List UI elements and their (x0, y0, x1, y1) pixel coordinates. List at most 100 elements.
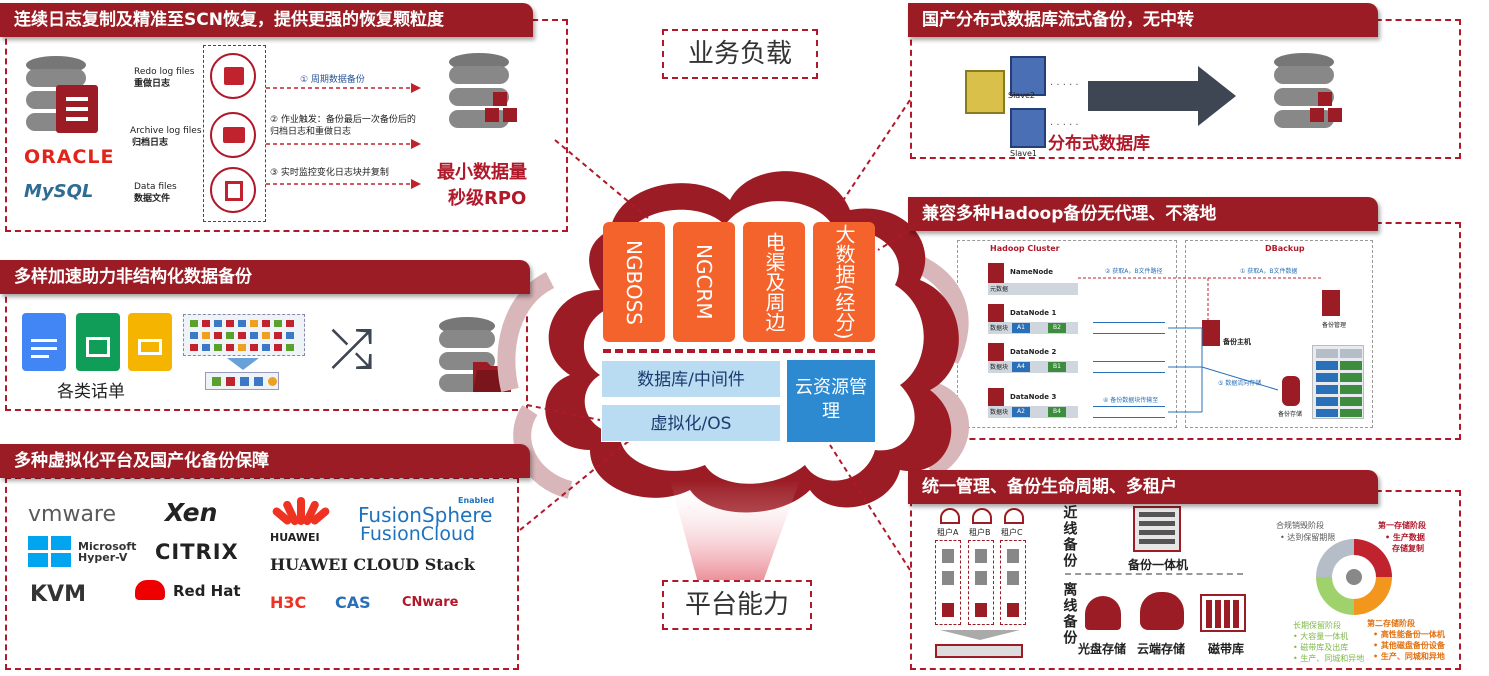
hadoop-flow-lines (1078, 277, 1323, 413)
retire-title: 合规销毁阶段 (1276, 521, 1324, 530)
tenant-stack-c (1000, 540, 1026, 625)
cloud-resource-label: 云资源管理 (795, 377, 867, 422)
app-box-ngcrm: NGCRM (673, 222, 735, 342)
stage1-item-1: • 生产数据 (1385, 533, 1425, 542)
redo-item-zh: 重做日志 (134, 79, 171, 89)
hadoop-note-4: ④ 备份数据块传输至 (1103, 397, 1159, 404)
backup-storage-icon (1282, 376, 1300, 406)
layer-database-middleware: 数据库/中间件 (601, 360, 781, 398)
redhat-icon (135, 580, 165, 600)
backup-storage-label: 备份存储 (1278, 411, 1303, 418)
data-file-icon (210, 167, 256, 213)
slides-icon (128, 313, 172, 371)
platform-capability-tag: 平台能力 (662, 580, 812, 630)
transfer-row3 (1093, 406, 1165, 418)
merge-arrow-icon (227, 358, 259, 370)
panel-hadoop-title: 兼容多种Hadoop备份无代理、不落地 (908, 197, 1378, 231)
tenant-a-icon (940, 508, 960, 524)
panel-virtual (5, 477, 519, 670)
hyperv-logo: Microsoft Hyper-V (78, 540, 137, 564)
tenant-b-label: 租户B (969, 528, 991, 537)
datafile-item-zh: 数据文件 (134, 194, 171, 204)
datanode1-data-label: 数据块 (990, 325, 1009, 332)
panel-redo-title: 连续日志复制及精准至SCN恢复，提供更强的恢复颗粒度 (0, 3, 533, 37)
transfer-row1 (1093, 322, 1165, 334)
h3c-logo: H3C (270, 593, 307, 612)
stage2-item-2: • 其他磁盘备份设备 (1373, 641, 1445, 650)
cas-logo: CAS (335, 593, 371, 612)
tenant-b-icon (972, 508, 992, 524)
datanode1-icon (988, 304, 1004, 326)
datanode3-data-label: 数据块 (990, 409, 1009, 416)
offline-label: 离线备份 (1061, 582, 1078, 646)
namenode-icon (988, 263, 1004, 285)
tenant-stack-a (935, 540, 961, 625)
optical-storage-label: 光盘存储 (1078, 642, 1127, 656)
huawei-logo: HUAWEI (270, 531, 320, 544)
hadoop-note-2: ② 获取A，B文件路径 (1105, 268, 1163, 275)
long-item-1: • 大容量一体机 (1293, 632, 1349, 641)
stream-arrow (1088, 66, 1236, 126)
namenode-meta-label: 元数据 (990, 286, 1009, 293)
archive-item-en: Archive log files (130, 126, 202, 136)
fusionsphere-logo: FusionSphere (358, 503, 493, 527)
layer-virtualization-os: 虚拟化/OS (601, 404, 781, 442)
panel-distributed-title: 国产分布式数据库流式备份，无中转 (908, 3, 1378, 37)
appliance-icon (1133, 506, 1181, 552)
backup-mgmt-icon (1322, 290, 1340, 316)
block-row3-b: B4 (1048, 407, 1066, 417)
tenant-appliance (935, 644, 1023, 658)
app-label-ngcrm: NGCRM (692, 244, 716, 320)
app-box-ngboss: NGBOSS (603, 222, 665, 342)
panel-unified-title: 统一管理、备份生命周期、多租户 (908, 470, 1378, 504)
stage1-title: 第一存储阶段 (1378, 521, 1426, 530)
file-fragments-box (183, 314, 305, 356)
app-divider (603, 349, 875, 353)
stage2-item-3: • 生产、同城和异地 (1373, 652, 1445, 661)
tape-library-label: 磁带库 (1208, 642, 1245, 656)
storage-grid (1312, 345, 1364, 419)
redhat-logo: Red Hat (173, 582, 241, 600)
long-item-3: • 生产、同城和异地 (1293, 654, 1365, 663)
dbackup-title: DBackup (1265, 244, 1305, 253)
optical-storage-icon (1085, 596, 1121, 630)
hadoop-note-1: ① 获取A，B文件数据 (1240, 268, 1298, 275)
sheets-icon (76, 313, 120, 371)
dots: · · · · · (1050, 80, 1079, 91)
oracle-logo: ORACLE (24, 146, 115, 168)
app-box-bigdata: 大数据(经分) (813, 222, 875, 342)
windows-icon (28, 536, 72, 568)
backup-host-icon (1202, 320, 1220, 346)
redo-item-en: Redo log files (134, 67, 195, 77)
block-row2-b: B1 (1048, 362, 1066, 372)
tenant-stack-b (968, 540, 994, 625)
business-load-tag: 业务负载 (662, 29, 818, 79)
datanode2-icon (988, 343, 1004, 365)
cnware-logo: CNware (402, 595, 459, 610)
panel-unstructured-title: 多样加速助力非结构化数据备份 (0, 260, 530, 294)
docs-icon (22, 313, 66, 371)
archive-item-zh: 归档日志 (132, 138, 169, 148)
shuffle-icon: ⤮ (330, 317, 374, 380)
log-icon-column (203, 45, 266, 222)
xen-logo: Xen (165, 498, 218, 527)
slave2-label: Slave2 (1008, 91, 1035, 100)
app-box-channels: 电渠及周边 (743, 222, 805, 342)
target-database-icon (449, 53, 517, 128)
app-label-channels: 电渠及周边 (762, 232, 786, 332)
stage2-item-1: • 高性能备份一体机 (1373, 630, 1445, 639)
datafile-item-en: Data files (134, 182, 177, 192)
tenant-c-icon (1004, 508, 1024, 524)
step-arrows (266, 83, 421, 189)
kvm-logo: KVM (30, 582, 86, 607)
dots-lower: · · · · · (1050, 120, 1079, 131)
huawei-cloud-stack-logo: HUAWEI CLOUD Stack (270, 555, 475, 574)
datanode2-data-label: 数据块 (990, 364, 1009, 371)
step-2: ② 作业触发：备份最后一次备份后的归档日志和重做日志 (270, 115, 416, 137)
namenode-row (988, 283, 1078, 295)
tenant-c-label: 租户C (1001, 528, 1023, 537)
datanode1-label: DataNode 1 (1010, 309, 1057, 317)
distributed-db-caption: 分布式数据库 (1048, 134, 1150, 154)
slave1-label: Slave1 (1010, 149, 1037, 158)
mysql-logo: MySQL (24, 181, 94, 202)
